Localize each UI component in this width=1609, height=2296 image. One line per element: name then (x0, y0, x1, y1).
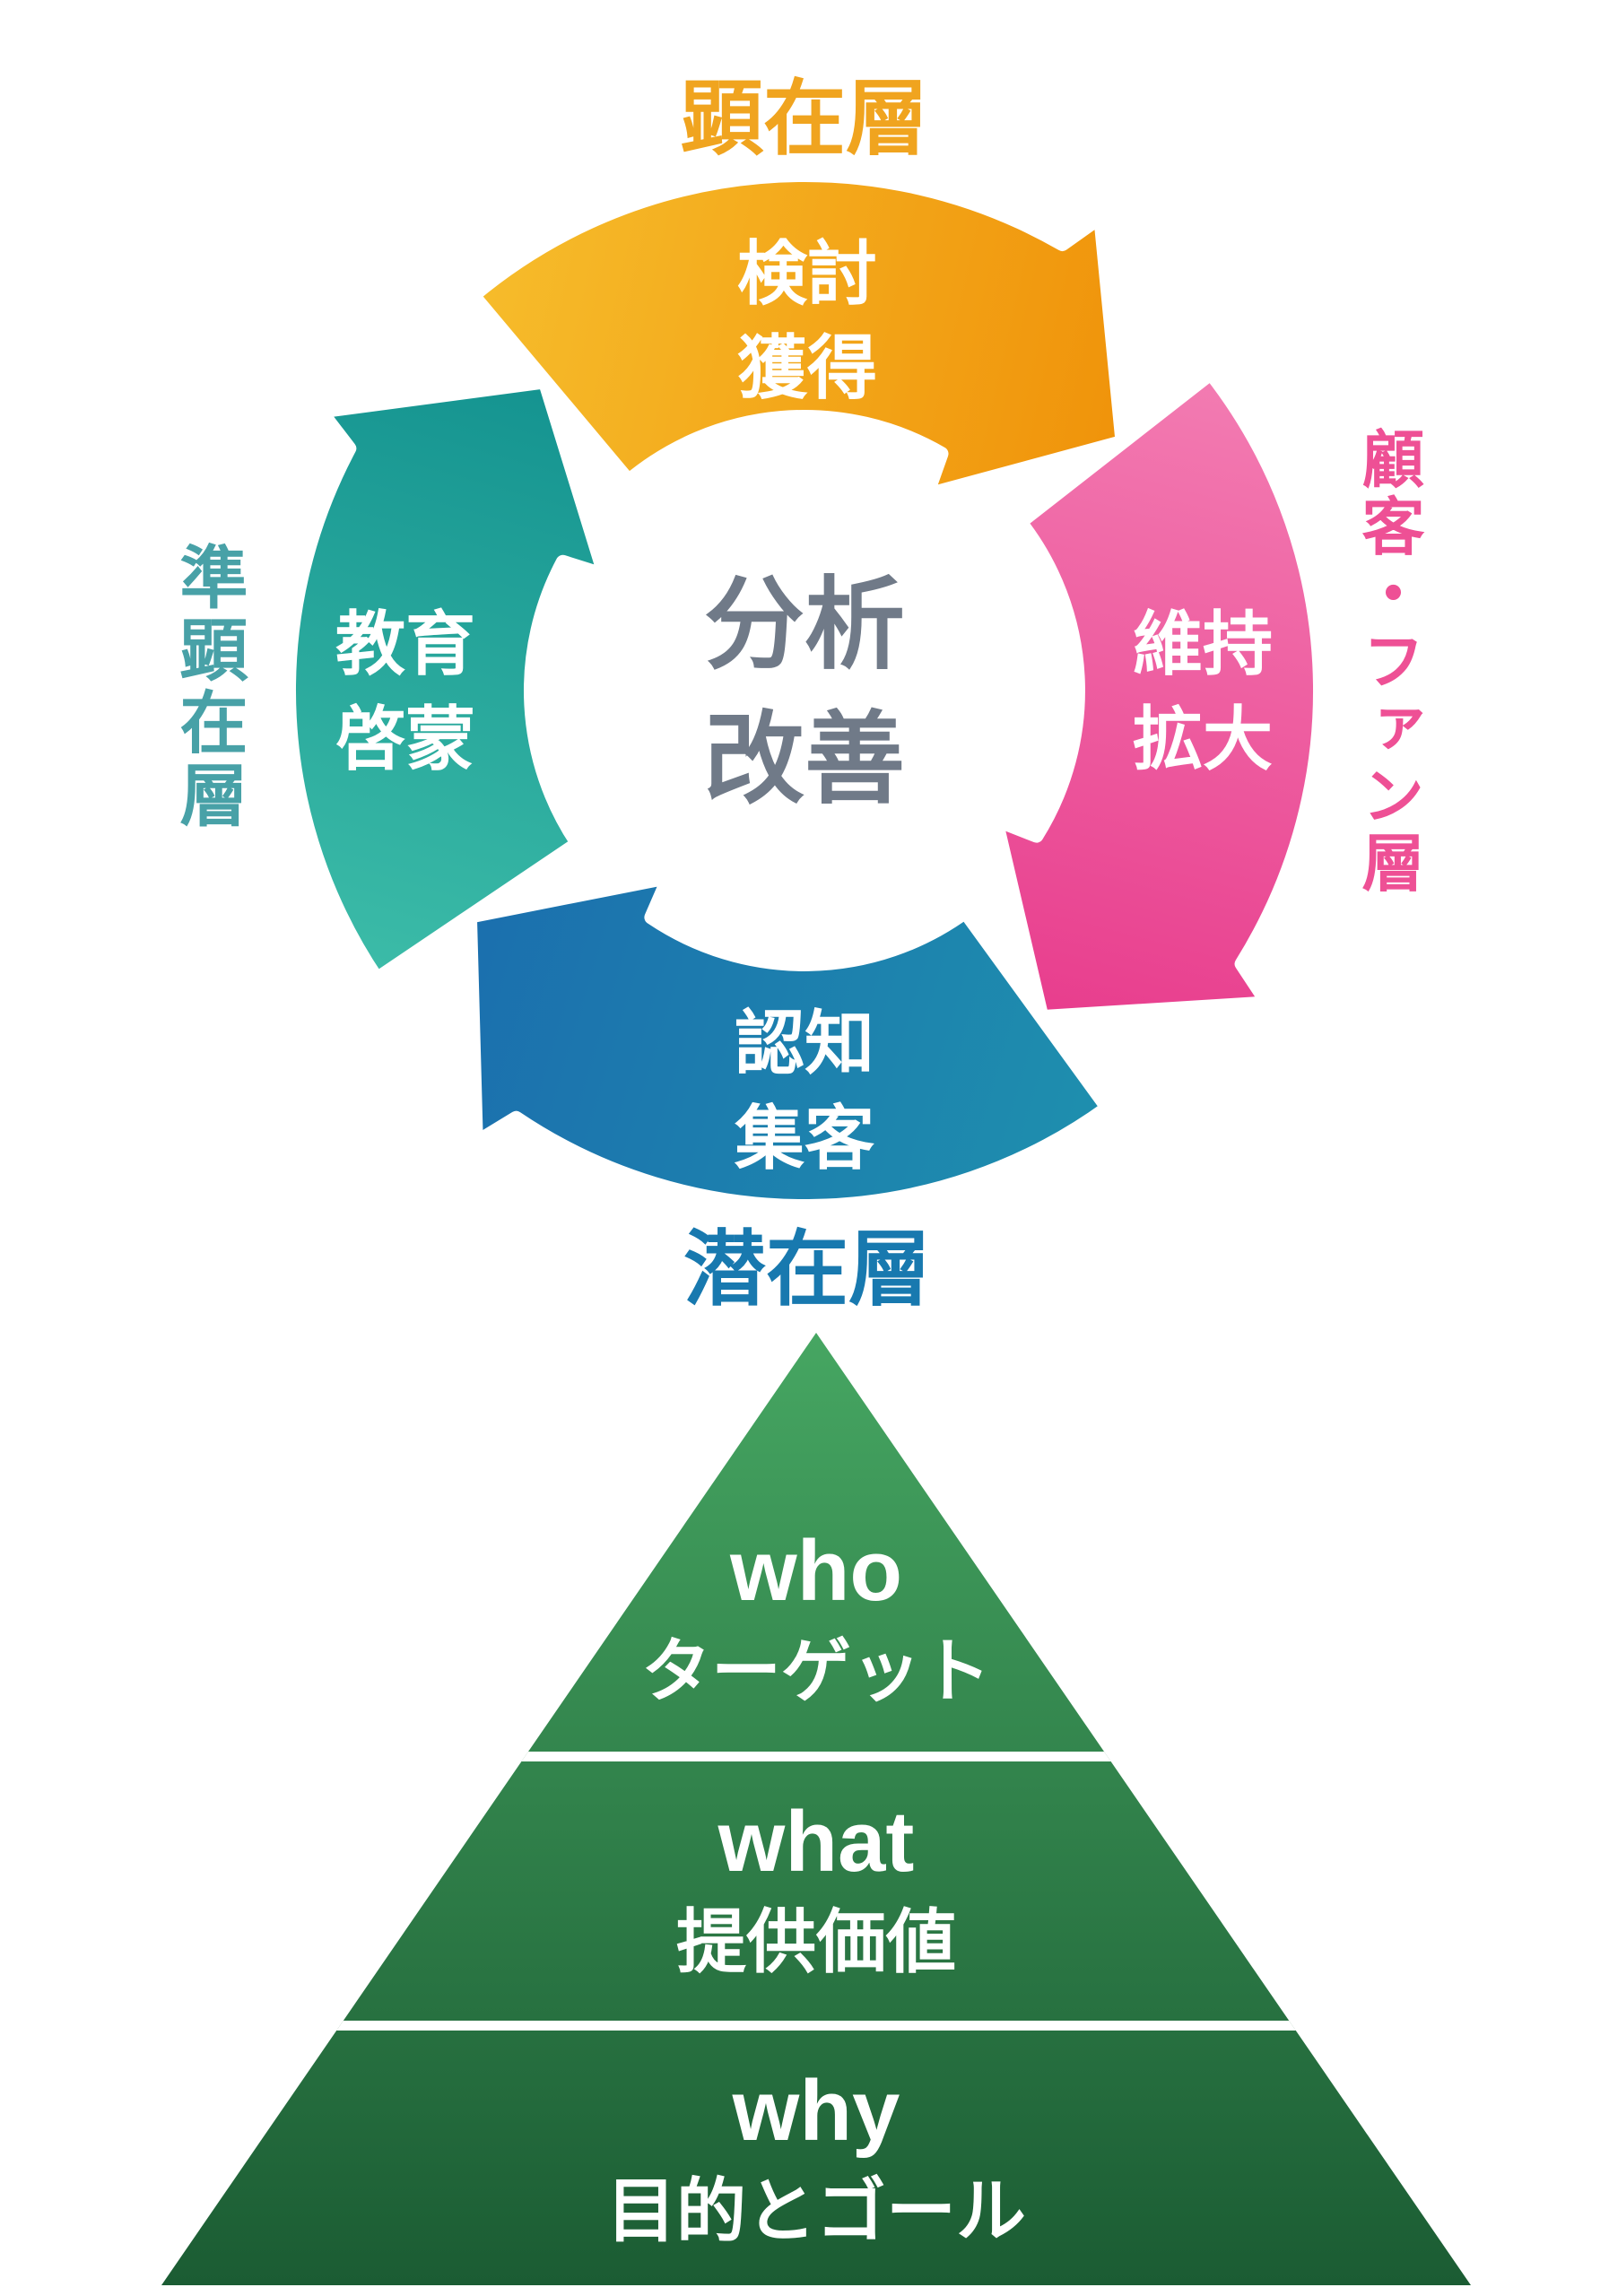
arrow-top-line1: 検討 (737, 234, 877, 313)
pyramid-tier1-ja: ターゲット (641, 1631, 991, 1710)
cycle-arrow-right-pink (988, 365, 1327, 1025)
pyramid-tier3-en: why (732, 2063, 900, 2159)
cycle-arrow-top-orange (465, 168, 1130, 502)
pyramid-divider-1 (161, 1752, 1471, 1761)
audience-label-bottom: 潜在層 (683, 1224, 931, 1316)
cycle-wheel: 検討 獲得 維持 拡大 認知 集客 教育 啓蒙 分析 改善 顕在層 顧客・ファン… (170, 74, 1425, 1316)
arrow-right-line1: 維持 (1133, 604, 1273, 683)
arrow-right-line2: 拡大 (1133, 700, 1273, 778)
pyramid-tier2-en: what (718, 1794, 915, 1890)
arrow-left-line1: 教育 (335, 604, 475, 683)
arrow-bottom-line1: 認知 (735, 1004, 874, 1083)
pyramid-tier1-en: who (729, 1523, 902, 1619)
audience-label-top: 顕在層 (681, 74, 928, 165)
pyramid-tier2-ja: 提供価値 (676, 1902, 956, 1981)
audience-label-left: 準顕在層 (170, 542, 248, 832)
arrow-bottom-line2: 集客 (734, 1099, 874, 1178)
pyramid-shape (161, 1333, 1471, 2285)
arrow-left-line2: 啓蒙 (335, 700, 475, 778)
audience-label-right: 顧客・ファン層 (1353, 426, 1424, 897)
pyramid-divider-2 (161, 2021, 1471, 2031)
arrow-top-line2: 獲得 (737, 328, 877, 407)
pyramid-tier3-ja: 目的とゴール (606, 2171, 1026, 2250)
hub-line2: 改善 (704, 703, 905, 815)
strategy-pyramid: who ターゲット what 提供価値 why 目的とゴール (161, 1333, 1471, 2285)
pyramid-dividers (161, 1752, 1471, 2031)
cycle-arrow-bottom-blue (462, 869, 1115, 1213)
cycle-arrow-left-teal (282, 374, 613, 987)
hub-line1: 分析 (704, 569, 905, 681)
